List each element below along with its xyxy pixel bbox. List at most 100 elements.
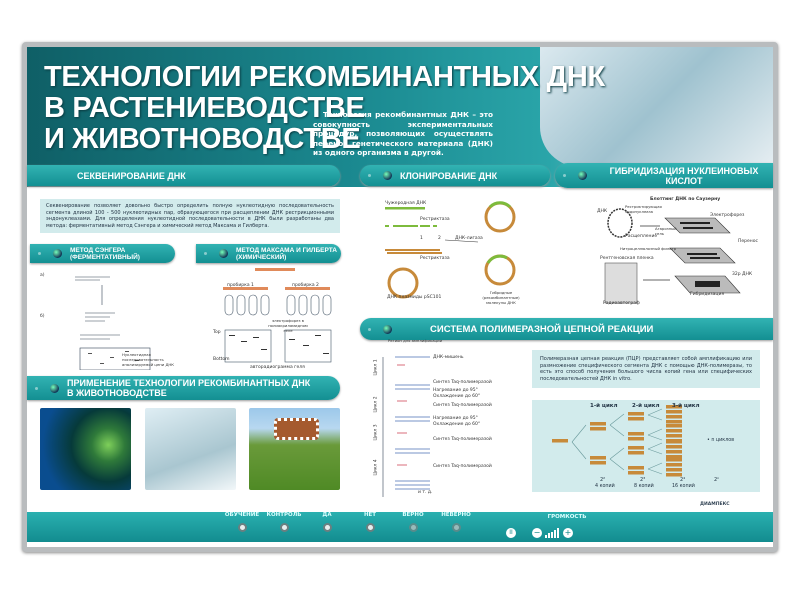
dna-duplex — [666, 455, 682, 459]
volume-down-button[interactable]: − — [532, 528, 542, 538]
indicator-icon[interactable] — [383, 324, 392, 334]
pcr-bar[interactable]: СИСТЕМА ПОЛИМЕРАЗНОЙ ЦЕПНОЙ РЕАКЦИИ — [360, 318, 773, 340]
yes-button[interactable]: ДА — [302, 512, 352, 532]
dna-duplex — [666, 440, 682, 444]
dna-duplex — [628, 446, 644, 450]
branch-line — [571, 424, 587, 443]
pcr-amplification-diagram: 1-й цикл 2-й цикл 3-й цикл • n циклов 2²… — [532, 400, 760, 492]
copies-label: 8 копий — [634, 484, 654, 489]
dna-duplex — [590, 461, 606, 465]
maxam-bar[interactable]: МЕТОД МАКСАМА И ГИЛБЕРТА(ХИМИЧЕСКИЙ) — [196, 244, 341, 263]
volume-label: ГРОМКОСТЬ — [547, 514, 587, 520]
learning-button[interactable]: ОБУЧЕНИЕ — [217, 512, 267, 532]
pcr-tree — [552, 405, 682, 477]
control-button[interactable]: КОНТРОЛЬ — [259, 512, 309, 532]
maxam-diagram — [223, 268, 332, 363]
label: пробирка 2 — [292, 283, 319, 288]
page-title: ТЕХНОЛОГИИ РЕКОМБИНАНТНЫХ ДНК В РАСТЕНИЕ… — [44, 62, 605, 155]
dna-duplex — [628, 417, 644, 421]
label: Радиоавтограф — [603, 301, 640, 306]
lead-text: Технология рекомбинантных ДНК – это сово… — [313, 110, 493, 157]
sanger-bar[interactable]: МЕТОД СЭНГЕРА(ФЕРМЕНТАТИВНЫЙ) — [30, 244, 175, 263]
n-cycles-label: • n циклов — [707, 438, 735, 443]
label: Электрофорез — [710, 213, 745, 218]
dna-duplex — [666, 450, 682, 454]
cycle-header: 1-й цикл — [590, 403, 618, 409]
label: Top — [213, 330, 221, 335]
no-button[interactable]: НЕТ — [345, 512, 395, 532]
indicator-icon[interactable] — [219, 249, 228, 258]
sanger-diagram — [75, 276, 151, 370]
indicator-icon[interactable] — [383, 171, 392, 180]
branch-line — [647, 434, 663, 441]
cow-photo — [249, 408, 340, 490]
indicator-icon[interactable] — [53, 249, 62, 258]
dna-duplex — [628, 471, 644, 475]
dna-duplex — [666, 458, 682, 462]
title-line: В РАСТЕНИЕВОДСТВЕ — [44, 92, 365, 124]
dna-duplex — [666, 463, 682, 467]
label: электрофорез в полиакриламидном геле — [268, 318, 308, 333]
label: Синтез Taq-полимеразой — [433, 403, 492, 408]
copies-label: 16 копий — [672, 484, 695, 489]
branch-line — [647, 442, 663, 450]
brand-logo: ДИАМПЕКС — [700, 502, 730, 507]
dna-duplex — [666, 473, 682, 477]
power-label: 2² — [600, 477, 606, 483]
sequencing-bar[interactable]: СЕКВЕНИРОВАНИЕ ДНК — [27, 165, 340, 186]
branch-line — [609, 458, 625, 471]
label: Нагревание до 95° — [433, 388, 478, 393]
label: 32р ДНК — [732, 272, 753, 277]
label: пробирка 1 — [227, 283, 254, 288]
branch-line — [647, 448, 663, 455]
label: ДНК плазмиды pSC101 — [387, 295, 442, 300]
incorrect-indicator: НЕВЕРНО — [431, 512, 481, 532]
dna-duplex — [628, 451, 644, 455]
branch-line — [647, 428, 663, 436]
label: Расщепление — [625, 234, 658, 239]
label: Блоттинг ДНК по Саузерну — [650, 197, 721, 202]
dna-duplex — [666, 420, 682, 424]
label: Нуклеотидная последовательность анализир… — [122, 352, 174, 367]
dna-duplex — [666, 415, 682, 419]
label: а) — [40, 273, 45, 278]
label: Нагревание до 95° — [433, 416, 478, 421]
label: Рестриктаза — [420, 256, 450, 261]
label: 2 — [438, 236, 441, 241]
label: Чужеродная ДНК — [385, 201, 427, 206]
indicator-icon[interactable] — [578, 171, 587, 180]
cloning-bar[interactable]: КЛОНИРОВАНИЕ ДНК — [360, 165, 550, 186]
dna-duplex — [552, 439, 568, 443]
section-title: КИСЛОТ — [665, 175, 703, 186]
label: Гибридизация — [690, 292, 725, 297]
branch-line — [647, 462, 663, 470]
section-title: ГИБРИДИЗАЦИЯ НУКЛЕИНОВЫХ — [609, 165, 759, 176]
branch-line — [647, 408, 663, 416]
application-bar[interactable]: ПРИМЕНЕНИЕ ТЕХНОЛОГИИ РЕКОМБИНАНТНЫХ ДНК… — [27, 376, 340, 400]
label: Охлаждение до 60° — [433, 422, 481, 427]
label: Синтез Taq-полимеразой — [433, 464, 492, 469]
sequencing-text: Секвенирование позволяет довольно быстро… — [40, 199, 340, 233]
section-title: СИСТЕМА ПОЛИМЕРАЗНОЙ ЦЕПНОЙ РЕАКЦИИ — [430, 323, 654, 335]
branch-line — [571, 441, 587, 460]
volume-up-button[interactable]: + — [563, 528, 573, 538]
control-panel: ОБУЧЕНИЕ КОНТРОЛЬ ДА НЕТ ВЕРНО НЕВЕРНО I… — [27, 512, 773, 542]
volume-level-icon — [545, 528, 559, 538]
cycle-label: Цикл 1 — [373, 359, 379, 376]
branch-line — [647, 414, 663, 421]
label: б) — [40, 314, 45, 319]
cycle-label: Цикл 2 — [373, 396, 379, 413]
power-label: 2³ — [640, 477, 646, 483]
scientist-photo — [540, 47, 773, 167]
cycle-header: 3-й цикл — [672, 403, 700, 409]
label: и т. д. — [418, 490, 433, 495]
label: Агарозный гель — [655, 226, 677, 236]
label: Синтез Taq-полимеразой — [433, 437, 492, 442]
cycle-label: Цикл 4 — [373, 459, 379, 476]
pause-button[interactable]: II — [506, 528, 516, 538]
indicator-icon[interactable] — [50, 383, 59, 393]
dna-duplex — [590, 422, 606, 426]
branch-line — [609, 447, 625, 460]
power-label: 2ⁿ — [714, 477, 720, 483]
